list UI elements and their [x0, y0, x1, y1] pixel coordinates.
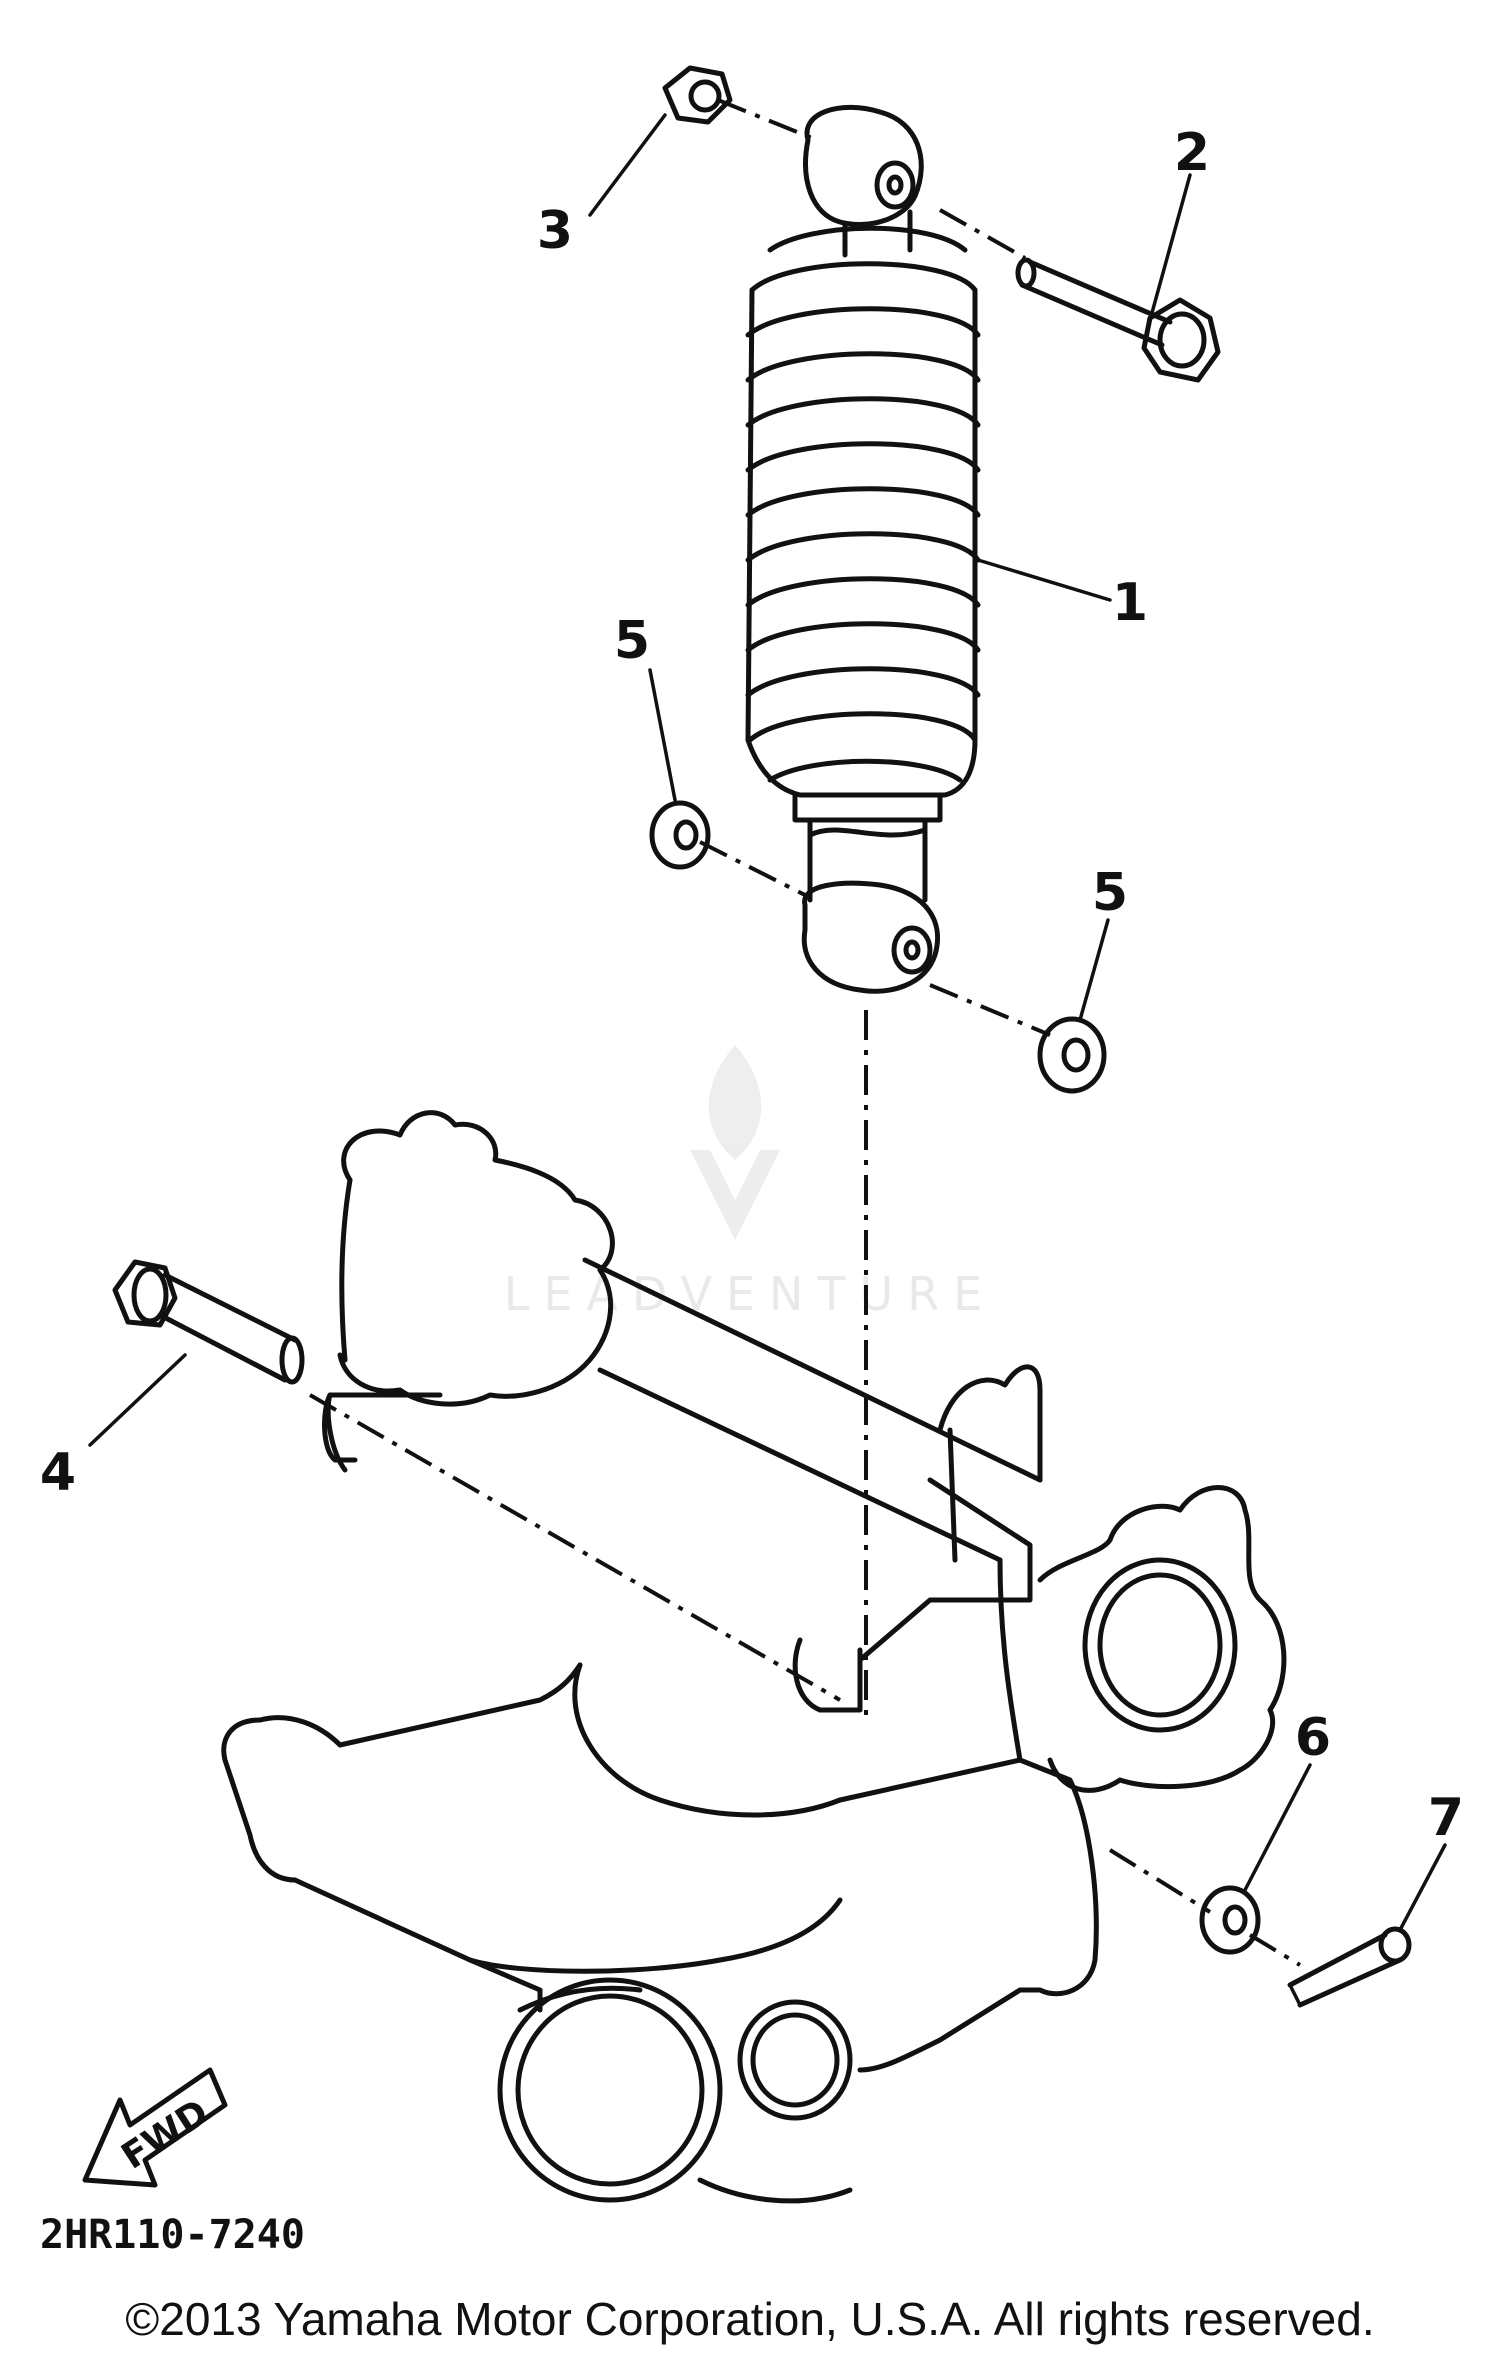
- callout-5-upper: 5: [614, 611, 650, 671]
- callout-3: 3: [537, 201, 573, 261]
- washer-part-6: [1199, 1885, 1261, 1955]
- shock-absorber-part-1: [745, 104, 981, 994]
- callout-leaders: [88, 113, 1447, 1932]
- nut-part-3: [662, 65, 733, 125]
- callout-4: 4: [40, 1443, 76, 1503]
- swing-arm: [221, 1110, 1287, 2204]
- callout-6: 6: [1295, 1708, 1331, 1768]
- callout-1: 1: [1112, 573, 1148, 633]
- washer-part-5a: [649, 800, 711, 870]
- forward-direction-arrow: FWD: [82, 2067, 228, 2188]
- assembly-centerlines: [309, 98, 1302, 1967]
- bolt-part-2: [1015, 257, 1221, 383]
- pivot-bolt-part-4: [112, 1259, 305, 1385]
- cotter-pin-part-7: [1287, 1926, 1412, 2008]
- washer-part-5b: [1037, 1016, 1107, 1094]
- watermark-text: LEADVENTURE: [504, 1267, 997, 1321]
- callout-2: 2: [1174, 123, 1210, 183]
- callout-7: 7: [1428, 1788, 1464, 1848]
- copyright-notice: ©2013 Yamaha Motor Corporation, U.S.A. A…: [125, 2293, 1375, 2345]
- watermark-logo: LEADVENTURE: [504, 1045, 997, 1321]
- diagram-part-number: 2HR110-7240: [40, 2212, 305, 2258]
- fwd-label: FWD: [115, 2092, 216, 2178]
- callout-5-lower: 5: [1092, 863, 1128, 923]
